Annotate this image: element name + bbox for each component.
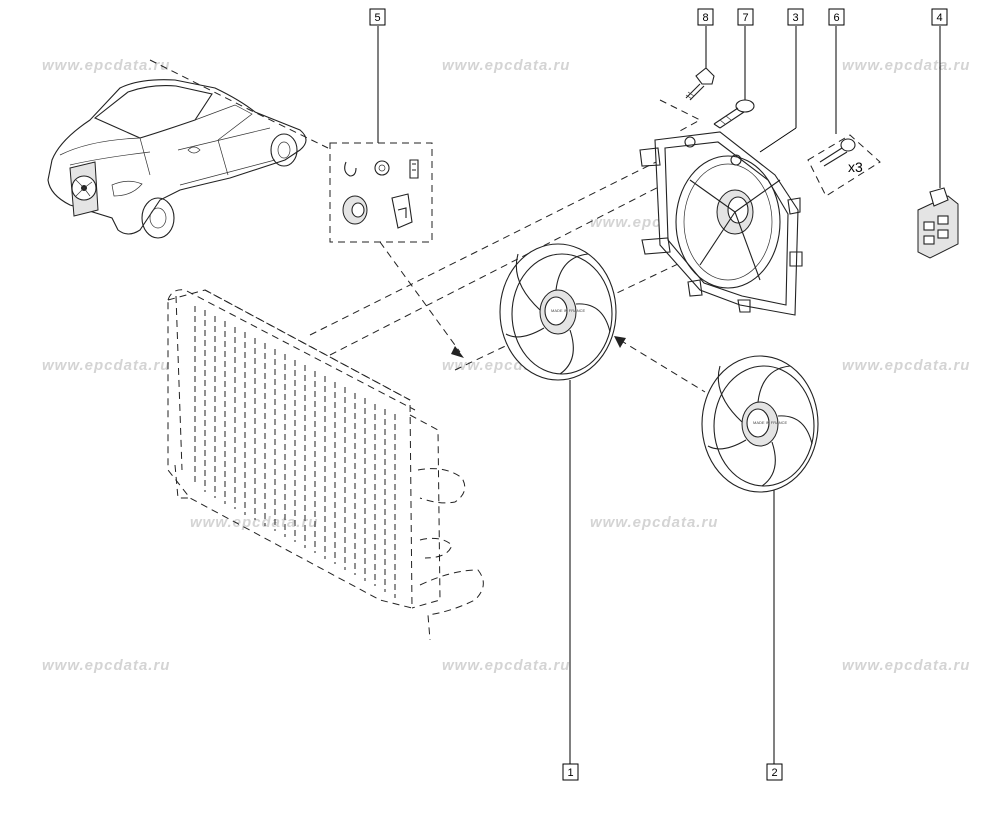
hub-label: MADE IN FRANCE: [753, 420, 788, 425]
callout-number: 8: [702, 12, 708, 24]
fastener-kit-part-5: [329, 142, 464, 358]
callout-5: 5: [369, 8, 386, 26]
callout-7: 7: [737, 8, 754, 26]
callout-number: 5: [374, 12, 380, 24]
watermark-text: www.epcdata.ru: [442, 57, 570, 74]
watermark-text: www.epcdata.ru: [442, 657, 570, 674]
screw-part-6: x3: [807, 134, 881, 197]
callout-number: 2: [771, 767, 777, 779]
quantity-label: x3: [848, 159, 863, 175]
callout-6: 6: [828, 8, 845, 26]
hub-label: MADE IN FRANCE: [551, 308, 586, 313]
watermark-text: www.epcdata.ru: [842, 357, 970, 374]
fan-blade-part-2: MADE IN FRANCE: [701, 355, 819, 493]
callout-1: 1: [562, 763, 579, 781]
watermarks: www.epcdata.ru www.epcdata.ru www.epcdat…: [42, 57, 970, 674]
clip-icon: [344, 161, 357, 177]
callout-number: 6: [833, 12, 839, 24]
watermark-text: www.epcdata.ru: [42, 57, 170, 74]
callout-2: 2: [766, 763, 783, 781]
bracket-clip-icon: [409, 159, 419, 179]
watermark-text: www.epcdata.ru: [42, 657, 170, 674]
watermark-text: www.epcdata.ru: [842, 657, 970, 674]
fan-blade-part-1: MADE IN FRANCE: [499, 243, 617, 381]
connector-part-4: [917, 187, 959, 259]
car-illustration: [47, 59, 329, 239]
callout-number: 4: [936, 12, 942, 24]
bolt-part-8: [685, 67, 715, 101]
watermark-text: www.epcdata.ru: [190, 514, 318, 531]
callout-number: 3: [792, 12, 798, 24]
watermark-text: www.epcdata.ru: [42, 357, 170, 374]
spring-clip-icon: [391, 193, 413, 229]
watermark-text: www.epcdata.ru: [590, 514, 718, 531]
radiator: [167, 289, 484, 641]
callout-number: 1: [567, 767, 573, 779]
bolt-part-7: [713, 99, 755, 129]
nut-icon: [374, 160, 390, 176]
watermark-text: www.epcdata.ru: [842, 57, 970, 74]
leader-lines: [377, 26, 941, 764]
callout-8: 8: [697, 8, 714, 26]
callout-4: 4: [931, 8, 948, 26]
callout-number: 7: [742, 12, 748, 24]
callout-3: 3: [787, 8, 804, 26]
fan-shroud-part-3: [639, 131, 803, 316]
